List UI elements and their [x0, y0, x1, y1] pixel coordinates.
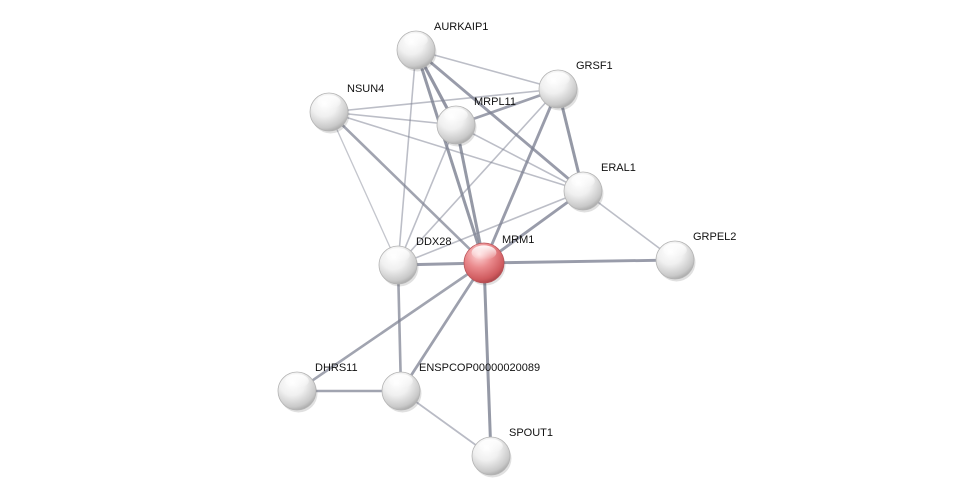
node-highlight	[444, 108, 468, 122]
edge-mrpl11-eral1[interactable]	[455, 124, 584, 192]
node-highlight	[285, 374, 309, 388]
edge-nsun4-ddx28[interactable]	[328, 111, 399, 266]
node-label-ddx28: DDX28	[416, 236, 451, 248]
edge-mrm1-spout1[interactable]	[482, 261, 493, 458]
edge-eral1-mrm1[interactable]	[482, 189, 585, 265]
node-highlight	[389, 374, 413, 388]
edge-mrpl11-mrm1[interactable]	[454, 123, 486, 265]
node-aurkaip1[interactable]: AURKAIP1	[396, 21, 488, 72]
node-nsun4[interactable]: NSUN4	[309, 83, 384, 134]
edge-nsun4-mrm1[interactable]	[327, 110, 486, 265]
node-dhrs11[interactable]: DHRS11	[277, 362, 358, 413]
edge-nsun4-mrpl11[interactable]	[328, 111, 457, 126]
node-grsf1[interactable]: GRSF1	[538, 60, 613, 111]
node-label-aurkaip1: AURKAIP1	[434, 21, 488, 33]
edge-nsun4-grsf1[interactable]	[328, 88, 559, 113]
node-grpel2[interactable]: GRPEL2	[655, 231, 736, 282]
edge-ddx28-enspcop00000020089[interactable]	[396, 263, 403, 393]
node-highlight	[404, 33, 428, 47]
node-highlight	[317, 95, 341, 109]
edge-aurkaip1-ddx28[interactable]	[397, 49, 417, 266]
node-highlight	[663, 243, 687, 257]
node-label-enspcop00000020089: ENSPCOP00000020089	[419, 362, 540, 374]
edge-aurkaip1-grsf1[interactable]	[415, 49, 559, 90]
edge-aurkaip1-eral1[interactable]	[414, 48, 585, 193]
node-ddx28[interactable]: DDX28	[378, 236, 451, 287]
node-label-mrpl11: MRPL11	[474, 96, 516, 108]
node-mrm1[interactable]: MRM1	[463, 234, 534, 286]
node-label-eral1: ERAL1	[601, 162, 636, 174]
node-highlight	[386, 248, 410, 262]
edge-mrpl11-ddx28[interactable]	[397, 124, 457, 266]
node-label-mrm1: MRM1	[502, 234, 534, 246]
node-highlight	[471, 245, 497, 260]
edge-grsf1-mrm1[interactable]	[482, 87, 560, 265]
node-label-nsun4: NSUN4	[347, 83, 384, 95]
edge-nsun4-eral1[interactable]	[328, 111, 584, 192]
node-highlight	[479, 439, 503, 453]
node-label-dhrs11: DHRS11	[315, 362, 358, 374]
node-highlight	[546, 72, 570, 86]
edge-layer	[295, 48, 677, 458]
node-layer: MRM1AURKAIP1GRSF1NSUN4MRPL11ERAL1GRPEL2D…	[277, 21, 736, 478]
node-eral1[interactable]: ERAL1	[563, 162, 636, 213]
node-highlight	[571, 174, 595, 188]
node-enspcop00000020089[interactable]: ENSPCOP00000020089	[381, 362, 540, 413]
node-label-spout1: SPOUT1	[509, 427, 553, 439]
edge-mrm1-grpel2[interactable]	[482, 258, 677, 265]
edge-grsf1-ddx28[interactable]	[397, 88, 559, 266]
node-label-grpel2: GRPEL2	[693, 231, 736, 243]
edge-mrm1-enspcop00000020089[interactable]	[399, 261, 486, 393]
node-mrpl11[interactable]: MRPL11	[436, 96, 516, 147]
edge-eral1-ddx28[interactable]	[397, 190, 584, 266]
node-label-grsf1: GRSF1	[576, 60, 613, 72]
edge-mrm1-dhrs11[interactable]	[295, 261, 486, 393]
node-spout1[interactable]: SPOUT1	[471, 427, 553, 478]
edge-aurkaip1-mrm1[interactable]	[414, 48, 486, 265]
